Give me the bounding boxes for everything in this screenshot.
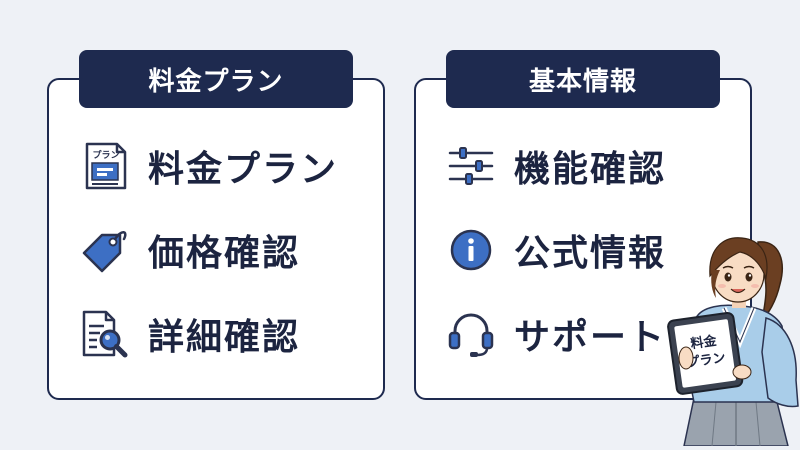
menu-item-feature-check[interactable]: 機能確認 bbox=[446, 138, 666, 194]
pricing-plan-icon-text: プラン bbox=[92, 149, 119, 161]
menu-item-pricing-plan-label: 料金プラン bbox=[148, 149, 339, 190]
basic-info-header: 基本情報 bbox=[446, 50, 720, 108]
menu-item-support[interactable]: サポート bbox=[446, 306, 666, 362]
document-magnifier-icon bbox=[80, 309, 130, 359]
menu-item-support-label: サポート bbox=[514, 317, 667, 358]
menu-item-official-info-label: 公式情報 bbox=[514, 233, 667, 274]
menu-item-price-check[interactable]: 価格確認 bbox=[80, 222, 300, 278]
menu-item-pricing-plan[interactable]: プラン 料金プラン bbox=[80, 138, 338, 194]
pricing-plan-header-label: 料金プラン bbox=[148, 66, 284, 97]
menu-item-official-info[interactable]: 公式情報 bbox=[446, 222, 666, 278]
pricing-plan-header: 料金プラン bbox=[79, 50, 353, 108]
headset-icon bbox=[446, 309, 496, 359]
pricing-plan-document-icon: プラン bbox=[80, 141, 130, 191]
menu-item-feature-check-label: 機能確認 bbox=[514, 149, 667, 190]
woman-with-tablet-illustration: 料金 プラン bbox=[658, 222, 800, 447]
basic-info-header-label: 基本情報 bbox=[528, 66, 637, 97]
tablet-text-line1: 料金 bbox=[690, 333, 719, 353]
sliders-icon bbox=[446, 141, 496, 191]
menu-item-detail-check[interactable]: 詳細確認 bbox=[80, 306, 300, 362]
price-tag-icon bbox=[80, 225, 130, 275]
tablet-text-line2: プラン bbox=[686, 351, 727, 371]
info-icon bbox=[446, 225, 496, 275]
menu-item-price-check-label: 価格確認 bbox=[148, 233, 301, 274]
menu-item-detail-check-label: 詳細確認 bbox=[148, 317, 301, 358]
